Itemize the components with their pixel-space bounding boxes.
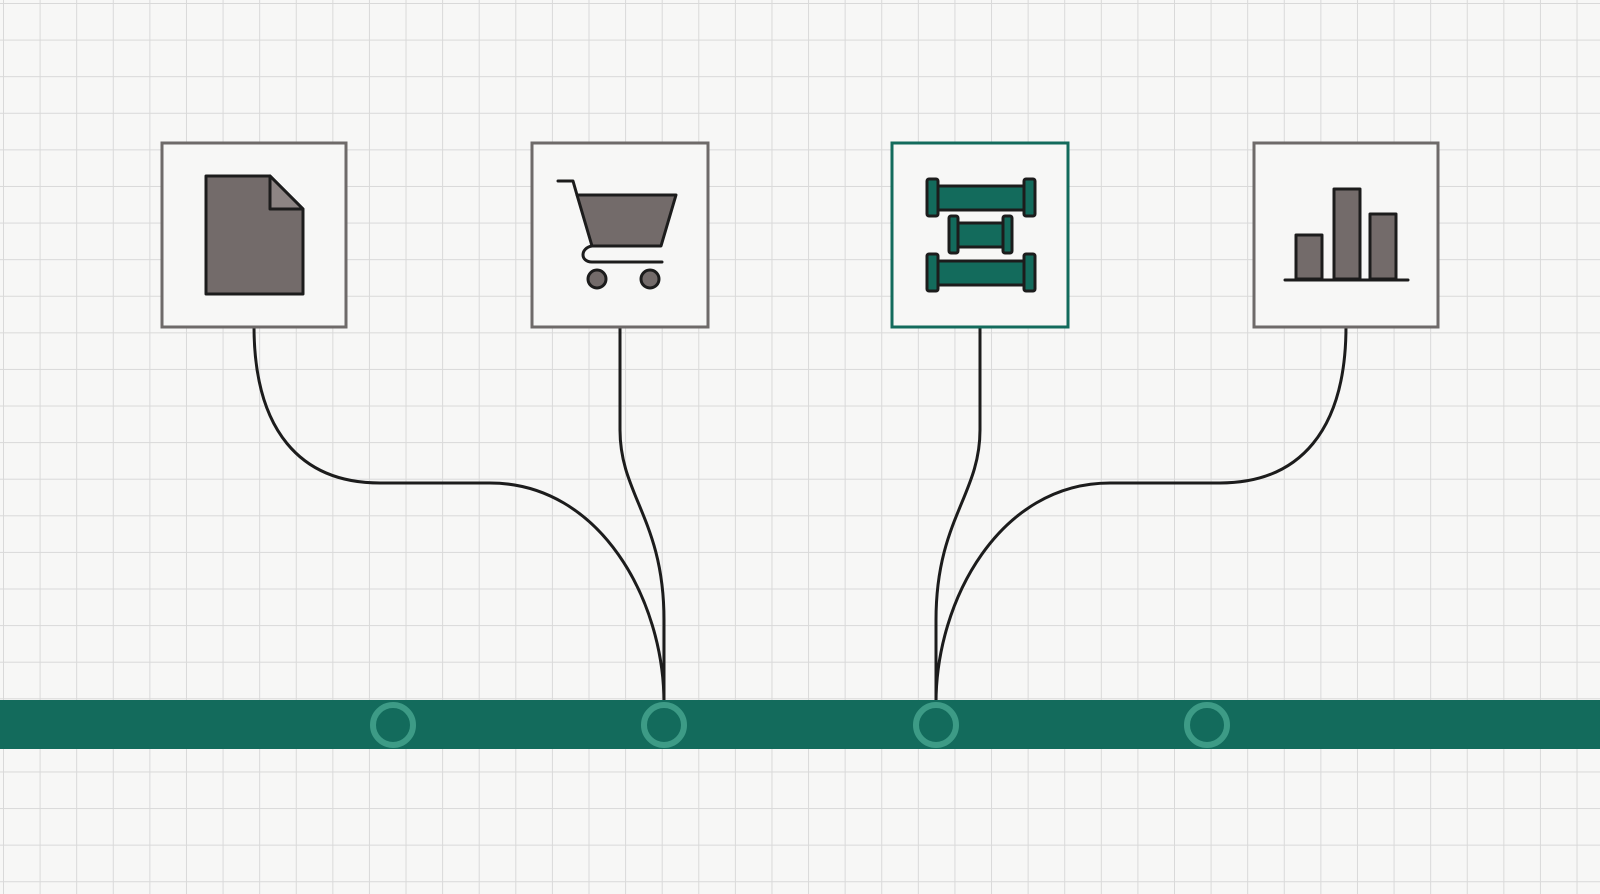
connectors	[252, 325, 1348, 704]
connector-chart	[934, 325, 1348, 704]
connector-pipes	[934, 326, 982, 703]
bus-port[interactable]	[913, 702, 959, 748]
connector-document	[252, 325, 666, 704]
data-bus	[0, 700, 1600, 749]
document-icon	[204, 174, 305, 296]
bus-port[interactable]	[370, 702, 416, 748]
shopping-cart-icon	[556, 179, 678, 290]
bar-chart-icon	[1283, 187, 1410, 282]
node-pipes[interactable]	[890, 141, 1070, 329]
bus-ports	[370, 702, 1230, 748]
bus-port[interactable]	[1184, 702, 1230, 748]
bus-port[interactable]	[641, 702, 687, 748]
connector-cart	[618, 326, 666, 703]
pipes-icon	[925, 177, 1037, 293]
node-document[interactable]	[160, 141, 348, 329]
node-chart[interactable]	[1252, 141, 1440, 329]
node-cart[interactable]	[530, 141, 710, 329]
